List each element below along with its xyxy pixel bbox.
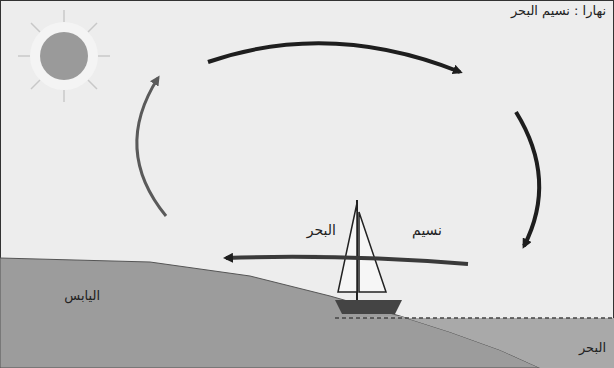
upper-air-arrow — [208, 43, 460, 72]
sea-label: البحر — [579, 340, 606, 356]
sea — [335, 316, 614, 368]
land-label: اليابس — [64, 288, 100, 304]
diagram-title: نهارا : نسيم البحر — [511, 3, 606, 19]
rising-air-arrow — [137, 78, 166, 216]
wind-label: نسيم — [412, 222, 442, 239]
sun — [18, 10, 110, 102]
land — [0, 258, 540, 368]
sinking-air-arrow — [516, 112, 539, 246]
sea-surface — [335, 317, 614, 319]
wind-label: البحر — [307, 222, 336, 239]
sea-breeze-arrow — [226, 257, 468, 264]
